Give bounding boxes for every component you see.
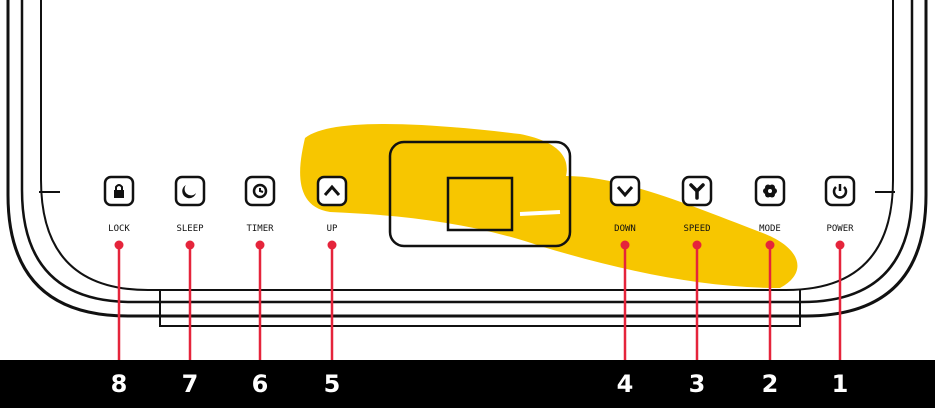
button-up[interactable]: UP <box>316 175 348 362</box>
lock-icon <box>114 184 124 198</box>
chevron-down-icon <box>616 186 634 198</box>
display-frame <box>388 140 572 248</box>
number-label: 3 <box>689 370 706 398</box>
power-icon <box>832 184 848 199</box>
number-bar <box>0 360 935 408</box>
button-label: MODE <box>759 224 781 234</box>
button-label: UP <box>327 224 338 234</box>
button-mode[interactable]: MODE <box>754 175 786 362</box>
highlighter-mark <box>300 124 798 288</box>
button-label: SPEED <box>683 224 710 234</box>
number-label: 8 <box>111 370 128 398</box>
button-label: LOCK <box>108 224 130 234</box>
button-lock[interactable]: LOCK <box>103 175 135 362</box>
display-screen <box>446 176 514 232</box>
number-label: 4 <box>617 370 634 398</box>
mode-icon <box>763 184 777 198</box>
button-timer[interactable]: TIMER <box>244 175 276 362</box>
button-frame <box>174 175 206 207</box>
button-down[interactable]: DOWN <box>609 175 641 362</box>
button-power[interactable]: POWER <box>824 175 856 362</box>
chevron-up-icon <box>323 184 341 196</box>
button-frame <box>316 175 348 207</box>
number-label: 6 <box>252 370 269 398</box>
button-sleep[interactable]: SLEEP <box>174 175 206 362</box>
number-label: 7 <box>182 370 199 398</box>
button-speed[interactable]: SPEED <box>681 175 713 362</box>
fan-speed-icon <box>689 183 705 200</box>
number-label: 5 <box>324 370 341 398</box>
moon-icon <box>182 185 196 199</box>
button-label: SLEEP <box>176 224 204 234</box>
button-label: TIMER <box>246 224 274 234</box>
number-label: 2 <box>762 370 779 398</box>
button-label: DOWN <box>614 224 636 234</box>
number-label: 1 <box>832 370 849 398</box>
clock-icon <box>252 183 268 199</box>
button-frame <box>609 175 641 207</box>
button-label: POWER <box>826 224 854 234</box>
